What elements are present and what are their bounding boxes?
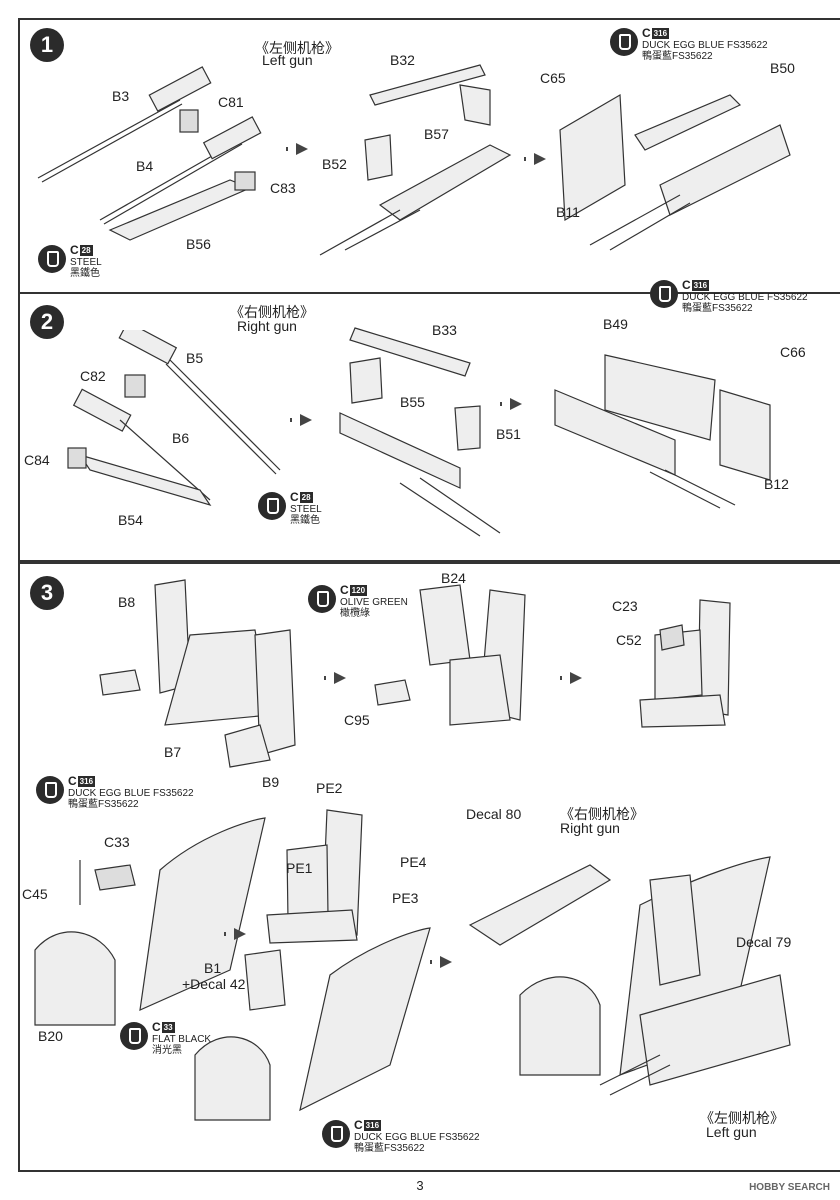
watermark-logo: HOBBY SEARCH	[749, 1182, 830, 1193]
step-3-cockpit-assembly-drawing	[194, 927, 431, 1121]
label-b54: B54	[118, 512, 143, 528]
label-decal-80: Decal 80	[466, 806, 522, 822]
paintbrush-icon	[258, 492, 286, 520]
page-number: 3	[416, 1178, 424, 1193]
label-pe1: PE1	[286, 860, 313, 876]
step-1-number: 1	[30, 28, 64, 62]
step-2-heading-en: Right gun	[237, 318, 297, 334]
label-decal-42: +Decal 42	[182, 976, 246, 992]
step-1-panel	[18, 18, 840, 292]
step-3-left-heading-cn: 《左侧机枪》	[700, 1110, 784, 1126]
label-b9: B9	[262, 774, 280, 790]
label-b32: B32	[390, 52, 415, 68]
label-c83: C83	[270, 180, 296, 196]
step-3-right-heading-cn: 《右侧机枪》	[560, 806, 644, 822]
step-arrow	[560, 672, 582, 684]
step-1-heading-en: Left gun	[262, 52, 313, 68]
label-b12: B12	[764, 476, 789, 492]
step-3-seat-result-drawing	[639, 599, 731, 728]
label-b56: B56	[186, 236, 211, 252]
label-c45: C45	[22, 886, 48, 902]
paintbrush-icon	[322, 1120, 350, 1148]
step-2-heading-cn: 《右侧机枪》	[230, 304, 314, 320]
paintbrush-icon	[38, 245, 66, 273]
step-3-cockpit-tub-drawing	[34, 817, 266, 1026]
label-b6: B6	[172, 430, 190, 446]
step-arrow	[224, 928, 246, 940]
step-arrow	[500, 398, 522, 410]
paintbrush-icon	[308, 585, 336, 613]
paintbrush-icon	[610, 28, 638, 56]
label-b1: B1	[204, 960, 222, 976]
label-b8: B8	[118, 594, 136, 610]
step-3-number: 3	[30, 576, 64, 610]
label-b7: B7	[164, 744, 182, 760]
step-arrow	[286, 143, 308, 155]
step-3-seat-pe-drawing	[266, 809, 363, 944]
label-b57: B57	[424, 126, 449, 142]
label-c84: C84	[24, 452, 50, 468]
label-b4: B4	[136, 158, 154, 174]
label-pe3: PE3	[392, 890, 419, 906]
label-c52: C52	[616, 632, 642, 648]
label-b51: B51	[496, 426, 521, 442]
label-c81: C81	[218, 94, 244, 110]
step-1-heading-cn: 《左侧机枪》	[255, 40, 339, 56]
label-b20: B20	[38, 1028, 63, 1044]
label-b52: B52	[322, 156, 347, 172]
step-arrow	[524, 153, 546, 165]
step-1-gun-drawing	[37, 66, 262, 241]
step-3-seat-parts-drawing	[99, 579, 296, 768]
paintbrush-icon	[120, 1022, 148, 1050]
step-3-left-heading-en: Left gun	[706, 1124, 757, 1140]
label-c66: C66	[780, 344, 806, 360]
label-c65: C65	[540, 70, 566, 86]
step-arrow	[324, 672, 346, 684]
step-2-result-drawing	[554, 354, 771, 509]
paint-name: STEEL	[70, 257, 102, 268]
step-arrow	[430, 956, 452, 968]
label-pe4: PE4	[400, 854, 427, 870]
label-c95: C95	[344, 712, 370, 728]
label-b3: B3	[112, 88, 130, 104]
label-decal-79: Decal 79	[736, 934, 792, 950]
step-arrow	[290, 414, 312, 426]
step-2-assembly-drawing	[339, 327, 501, 537]
step-3-final-drawing	[468, 856, 791, 1096]
step-2-gun-drawing	[67, 330, 281, 507]
label-c23: C23	[612, 598, 638, 614]
paintbrush-icon	[650, 280, 678, 308]
label-c82: C82	[80, 368, 106, 384]
step-1-result-drawing	[559, 93, 791, 251]
label-pe2: PE2	[316, 780, 343, 796]
label-b11: B11	[556, 204, 580, 220]
label-b33: B33	[432, 322, 457, 338]
label-b55: B55	[400, 394, 425, 410]
label-c33: C33	[104, 834, 130, 850]
step-2-number: 2	[30, 305, 64, 339]
paintbrush-icon	[36, 776, 64, 804]
label-b24: B24	[441, 570, 466, 586]
step-1-assembly-drawing	[319, 64, 512, 256]
step-3-right-heading-en: Right gun	[560, 820, 620, 836]
step-3-seat-drawing	[374, 584, 526, 726]
paint-name-cn: 黑鐵色	[70, 268, 100, 279]
label-b50: B50	[770, 60, 795, 76]
label-b49: B49	[603, 316, 628, 332]
label-b5: B5	[186, 350, 204, 366]
